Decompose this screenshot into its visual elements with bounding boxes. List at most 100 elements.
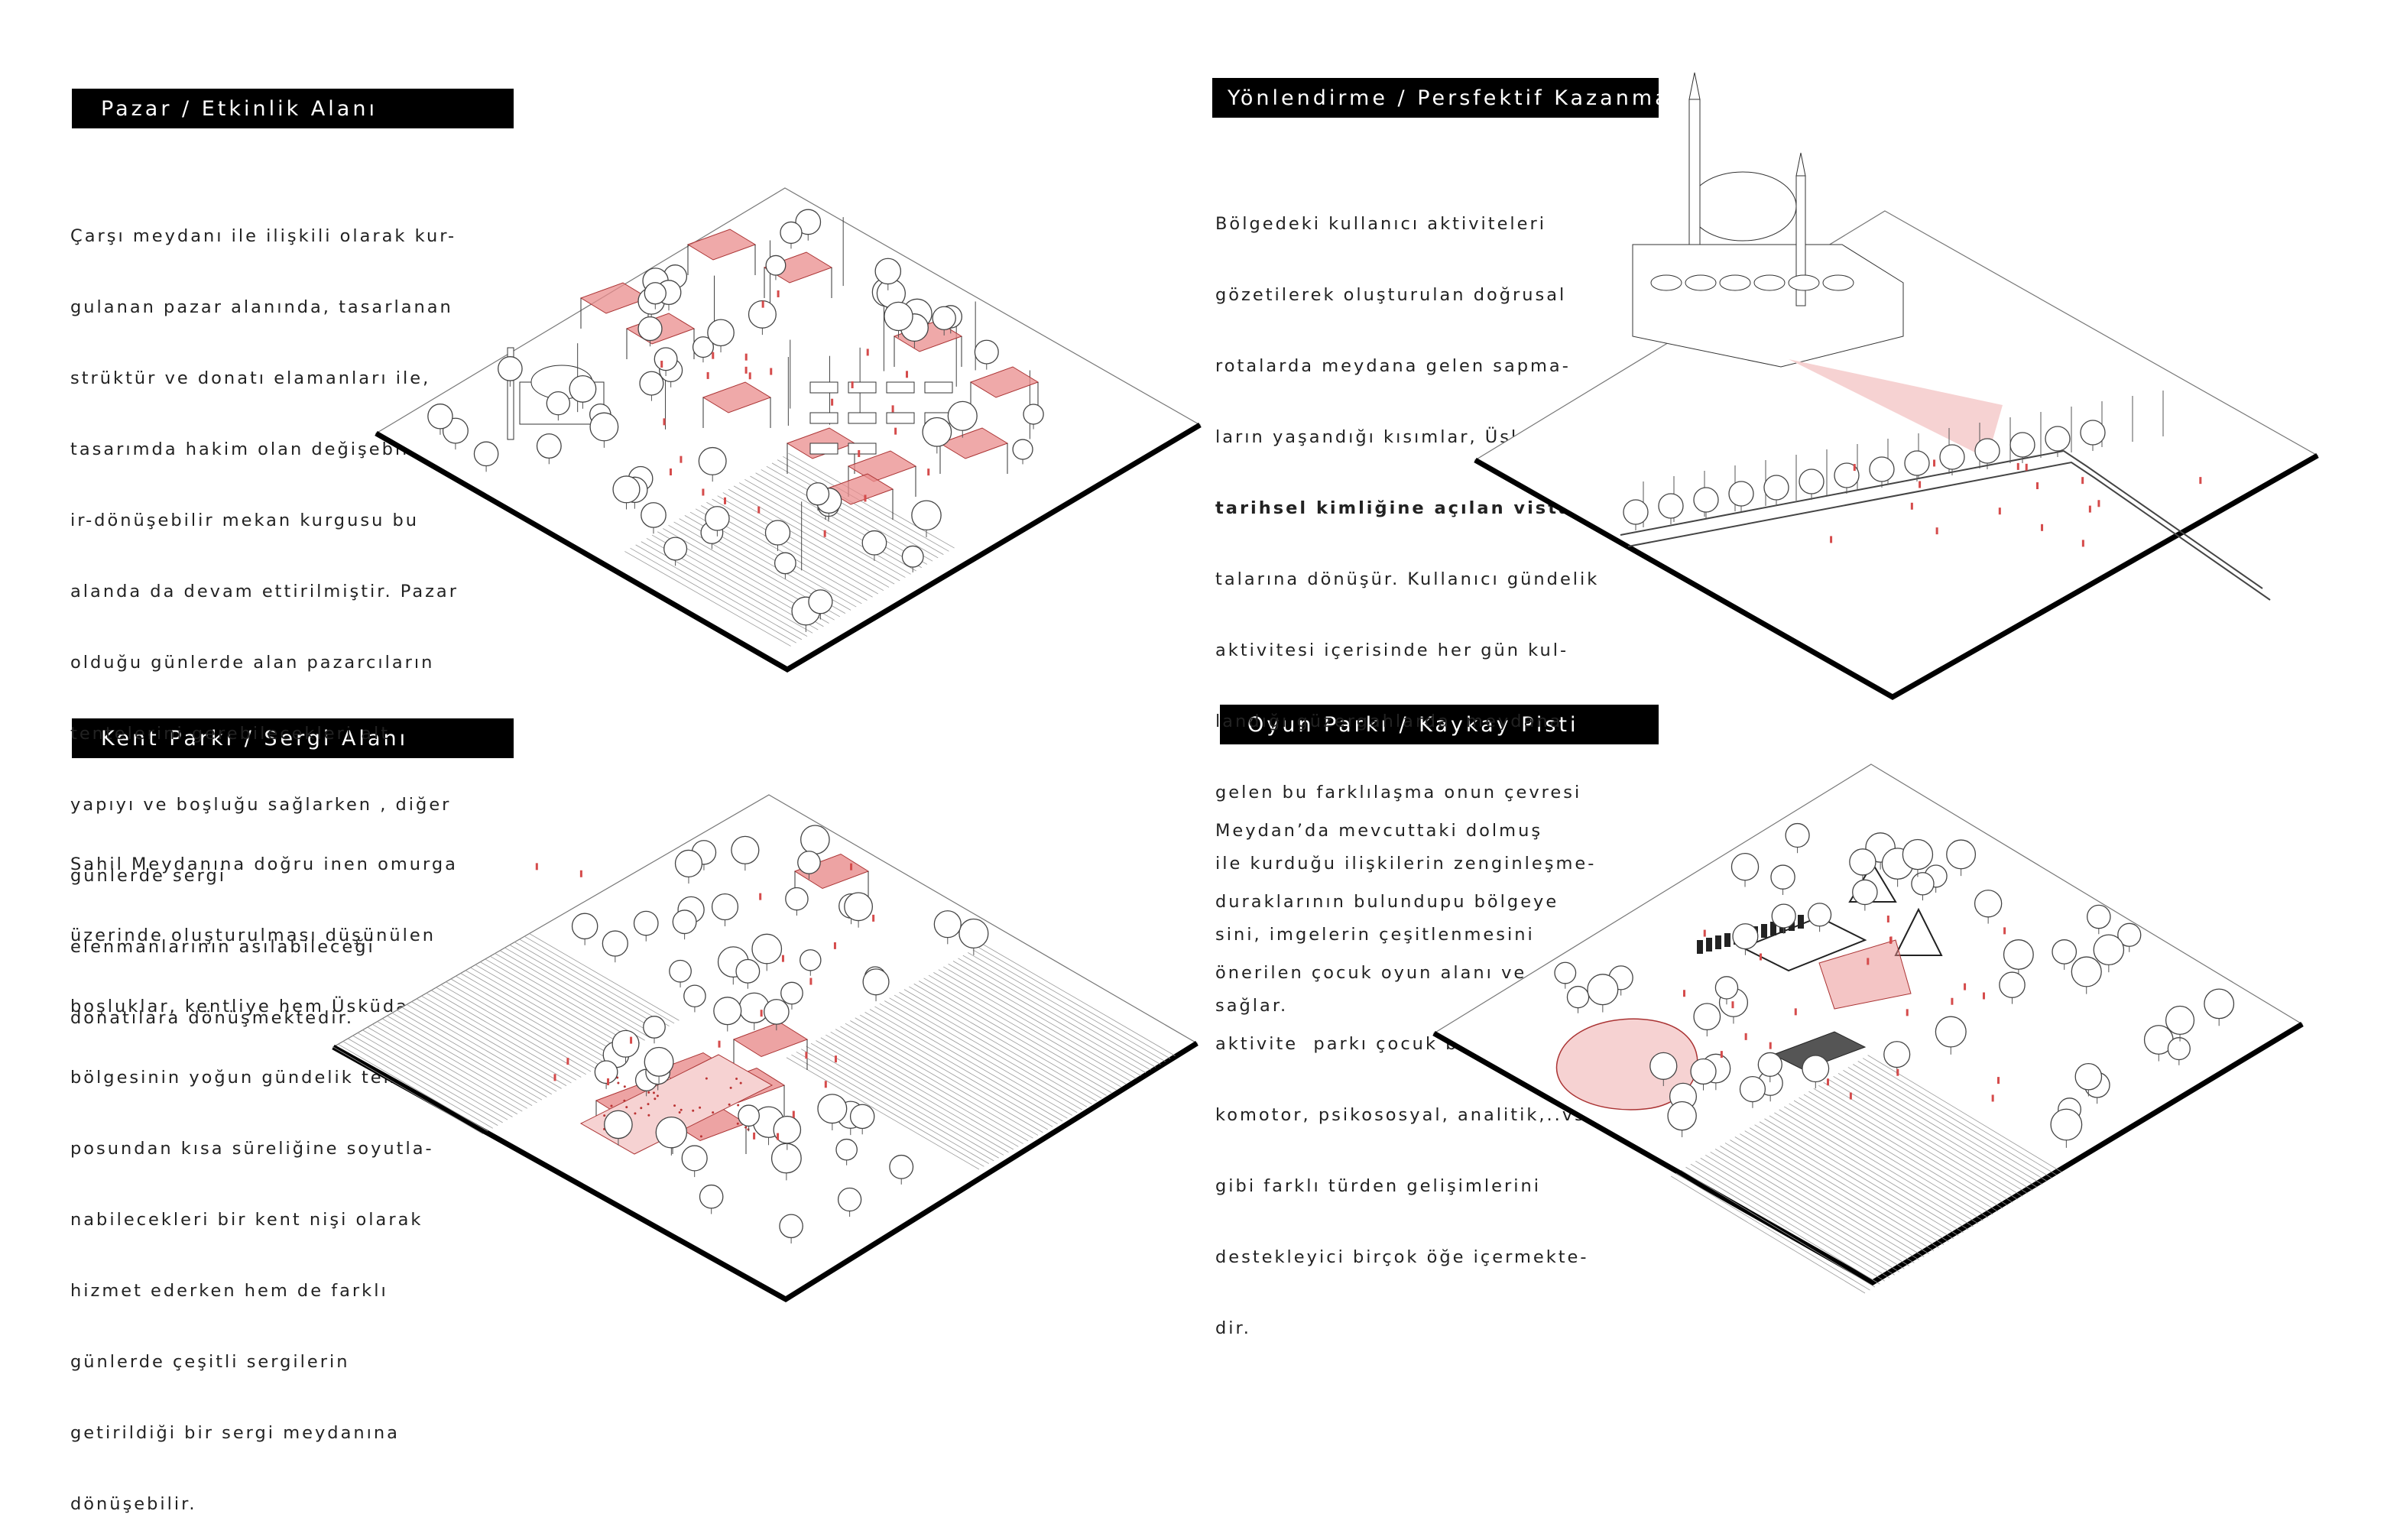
person-figure (1794, 1008, 1797, 1016)
paving-hatch (426, 993, 577, 1081)
tree-canopy (1771, 903, 1796, 929)
tree-canopy (705, 506, 730, 531)
tree-canopy (2009, 432, 2035, 458)
text-line: Çarşı meydanı ile ilişkili olarak kur- (70, 226, 457, 246)
tree-canopy (1849, 848, 1876, 876)
person-figure (2081, 477, 2084, 485)
market-stall (886, 412, 915, 424)
paving-hatch (1837, 1073, 2032, 1191)
tree-canopy (774, 552, 796, 575)
paving-hatch (1724, 1143, 1919, 1260)
text-line: elenmanlarının asılabileceği (70, 937, 375, 957)
paving-hatch (948, 963, 1141, 1076)
paving-hatch (460, 973, 611, 1061)
panel-title-yonlendirme: Yönlendirme / Persfektif Kazanma (1212, 78, 1668, 118)
text-line: duraklarının bulundupu bölgeye (1215, 892, 1559, 912)
person-figure (1998, 507, 2001, 515)
sergi-dot (634, 1112, 637, 1115)
paving-hatch (777, 459, 944, 555)
paving-hatch (348, 1038, 498, 1126)
tree-canopy (947, 400, 978, 431)
person-figure (1906, 1009, 1909, 1016)
text-line: alanda da devam ettirilmiştir. Pazar (70, 582, 459, 601)
text-line: getirildiği bir sergi meydanına (70, 1423, 400, 1443)
person-figure (866, 349, 869, 356)
tree-canopy (770, 1143, 802, 1174)
tree-canopy (699, 1184, 724, 1209)
site-plate-edge (375, 422, 1202, 673)
panel-title-text: Yönlendirme / Persfektif Kazanma (1228, 86, 1671, 110)
sergi-dot (699, 1106, 702, 1109)
bench (1697, 940, 1703, 954)
paving-hatch (1764, 1118, 1959, 1237)
person-figure (2003, 927, 2006, 935)
market-stall (848, 412, 877, 424)
tree-canopy (654, 347, 678, 371)
text-line: hizmet ederken hem de farklı (70, 1281, 388, 1301)
tree-canopy (594, 1060, 618, 1084)
tree-canopy (874, 258, 902, 285)
paving-hatch (421, 995, 572, 1084)
person-figure (2199, 477, 2202, 485)
text-line: aktivitesi içerisinde her gün kul- (1215, 640, 1569, 660)
paving-hatch (1847, 1067, 2042, 1185)
panel-title-oyun-parki: Oyun Parkı / Kaykay Pisti (1220, 705, 1659, 744)
paving-hatch (1730, 1140, 1925, 1257)
tree-canopy (1770, 864, 1795, 890)
person-figure (824, 1081, 827, 1088)
minaret-cap (1688, 72, 1701, 100)
paving-hatch (391, 1013, 543, 1101)
paving-hatch (801, 1049, 994, 1162)
paving-hatch (440, 984, 592, 1072)
paving-hatch (524, 935, 675, 1024)
tree-canopy (2050, 1108, 2083, 1141)
paving-hatch (786, 1057, 980, 1170)
tree-canopy (731, 835, 760, 864)
person-figure (566, 1058, 569, 1065)
person-figure (792, 1110, 795, 1118)
sergi-dot (617, 1081, 620, 1084)
tree-canopy (1802, 1055, 1830, 1083)
sergi-dot (737, 1104, 740, 1107)
person-figure (1867, 958, 1870, 965)
person-figure (744, 353, 748, 361)
sergi-dot (692, 1109, 695, 1112)
text-line: sağlar. (1215, 996, 1289, 1016)
paving-hatch (1749, 1127, 1945, 1245)
text-line: bölgesinin yoğun gündelik tem- (70, 1068, 411, 1088)
tree-canopy (1999, 971, 2026, 998)
paving-hatch (913, 983, 1107, 1096)
tree-canopy (2165, 1005, 2195, 1036)
tree-canopy (765, 255, 787, 276)
person-figure (630, 1036, 633, 1044)
tree-canopy (2052, 939, 2078, 965)
market-stall (886, 381, 915, 394)
tree-canopy (780, 981, 803, 1005)
paving-hatch (1769, 1115, 1964, 1234)
person-figure (777, 1133, 780, 1140)
paving-hatch (1808, 1091, 2003, 1209)
paving-hatch (635, 544, 803, 640)
paving-hatch (879, 1003, 1073, 1116)
person-figure (2097, 500, 2100, 507)
sergi-dot (736, 1122, 739, 1125)
paving-hatch (820, 1037, 1014, 1150)
tree-canopy (1693, 1003, 1721, 1031)
paving-hatch (755, 472, 922, 569)
tree-canopy (2117, 922, 2142, 947)
paving-hatch (982, 943, 1176, 1056)
tree-canopy (1904, 450, 1930, 476)
paving-hatch (342, 1041, 494, 1129)
tree-canopy (800, 949, 822, 971)
market-stall (924, 381, 953, 394)
tree-canopy (2080, 420, 2106, 446)
paving-hatch (499, 950, 650, 1038)
text-line: Sahil Meydanına doğru inen omurga (70, 854, 458, 874)
person-figure (718, 1040, 721, 1048)
person-figure (1896, 1068, 1899, 1076)
bench (1706, 938, 1712, 952)
tree-canopy (1763, 475, 1789, 501)
sergi-dot (712, 1111, 715, 1114)
paving-hatch (739, 482, 906, 578)
sergi-dot (729, 1086, 732, 1089)
